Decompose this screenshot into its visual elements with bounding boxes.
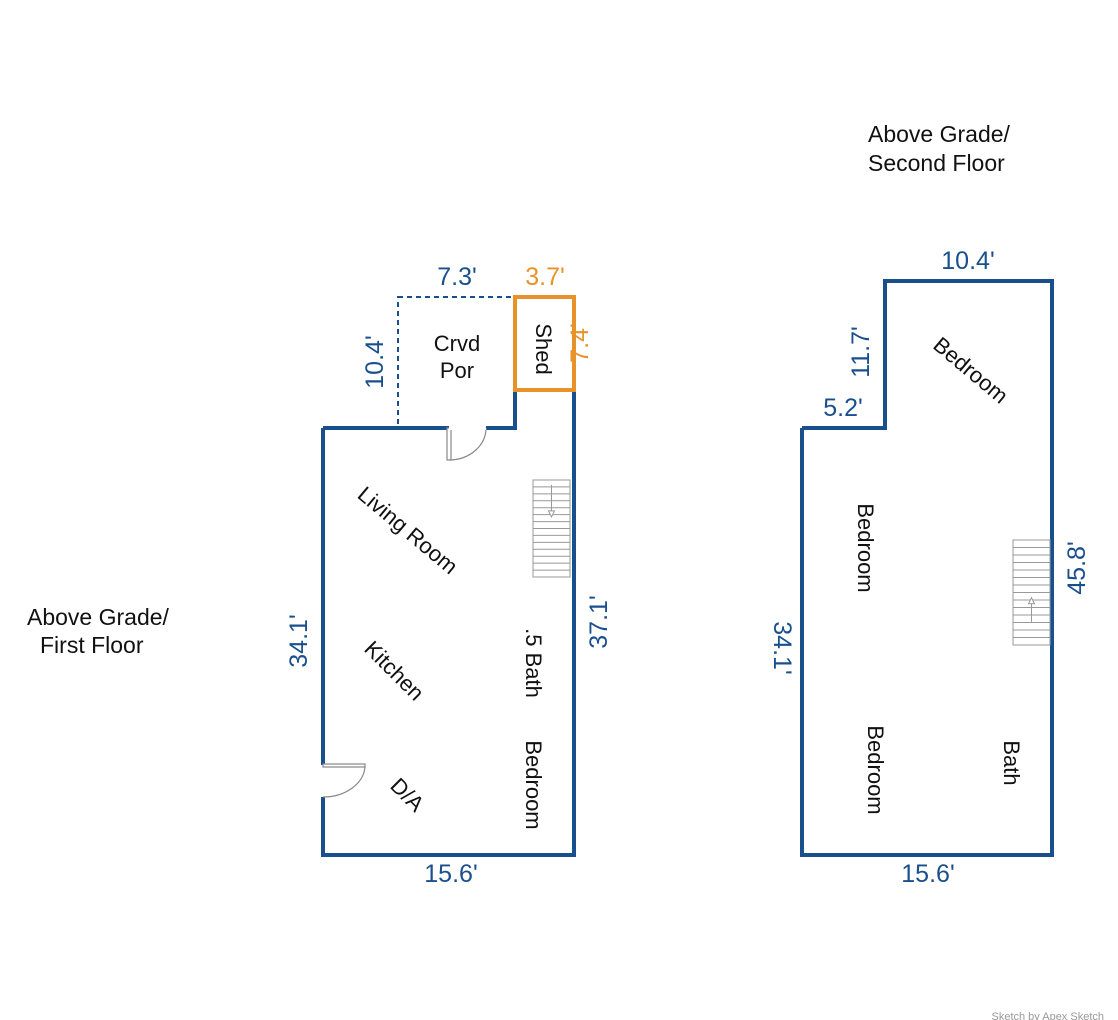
watermark: Sketch by Apex Sketch [991, 1011, 1104, 1020]
floor-title: Above Grade/ [868, 121, 1011, 147]
room-label: Crvd [434, 331, 480, 356]
room-label: Bedroom [863, 725, 888, 814]
porch-left-dimension: 10.4' [361, 335, 389, 388]
room-label: Bedroom [853, 503, 878, 592]
room-label: .5 Bath [521, 628, 546, 698]
stairs-icon [532, 479, 571, 578]
floor-title: First Floor [40, 632, 144, 658]
shed-top-dimension: 3.7' [525, 263, 565, 291]
stairs-arrowhead [1027, 596, 1036, 605]
step-vertical-dimension: 11.7' [847, 326, 875, 378]
room-label: Bath [999, 740, 1024, 785]
room-label: Bedroom [929, 332, 1013, 409]
top-dimension: 10.4' [941, 247, 994, 275]
second-floor: 10.4' 11.7' 5.2' 34.1' 45.8' 15.6' Bedro… [768, 121, 1091, 888]
second-floor-walls [800, 279, 1054, 857]
floor-title: Above Grade/ [27, 604, 170, 630]
step-horizontal-dimension: 5.2' [823, 394, 863, 422]
door-icon [446, 426, 487, 461]
room-label: Kitchen [360, 636, 430, 706]
stairs-icon [1012, 539, 1051, 646]
right-dimension: 37.1' [585, 595, 613, 648]
bottom-dimension: 15.6' [901, 860, 954, 888]
floor-title: Second Floor [868, 150, 1005, 176]
shed-right-dimension: 7.4' [566, 323, 594, 363]
first-floor: 7.3' 10.4' 3.7' 7.4' 34.1' 37.1' 15.6' C… [27, 263, 613, 888]
left-dimension: 34.1' [285, 614, 313, 667]
room-label: Shed [531, 323, 556, 374]
left-dimension: 34.1' [768, 621, 796, 674]
room-label: Por [440, 358, 474, 383]
room-label: D/A [385, 773, 429, 817]
room-label: Bedroom [521, 740, 546, 829]
shed-outline [513, 295, 576, 392]
room-label: Living Room [353, 481, 463, 579]
bottom-dimension: 15.6' [424, 860, 477, 888]
porch-top-dimension: 7.3' [437, 263, 477, 291]
stairs-arrowhead [547, 510, 556, 518]
door-icon [320, 763, 366, 798]
right-dimension: 45.8' [1063, 541, 1091, 594]
